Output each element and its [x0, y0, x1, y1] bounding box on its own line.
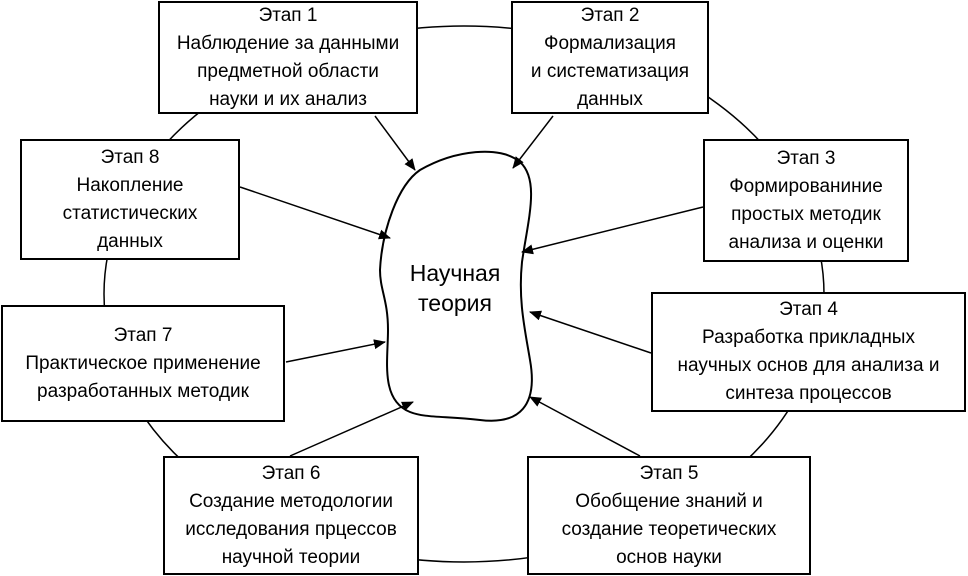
- theory-label-line-1: Научная: [409, 260, 501, 286]
- stage-5-line-3: основ науки: [616, 546, 722, 568]
- arrow-stage-8: [239, 186, 391, 240]
- theory-label-line-2: теория: [418, 290, 492, 316]
- stage-3-line-3: анализа и оценки: [728, 231, 884, 253]
- stage-5-line-1: Обобщение знаний и: [575, 490, 763, 512]
- stage-7-title: Этап 7: [113, 324, 173, 346]
- stage-3-title: Этап 3: [776, 147, 836, 169]
- stage-5-line-2: создание теоретических: [561, 518, 777, 540]
- arrow-stage-5: [529, 396, 641, 457]
- stage-3-line-2: простых методик: [731, 203, 881, 225]
- stage-1-box: Этап 1 Наблюдение за данными предметной …: [158, 1, 418, 114]
- stage-6-line-2: исследования прцессов: [185, 518, 397, 540]
- stage-8-box: Этап 8 Накопление статистических данных: [20, 139, 240, 260]
- stage-8-title: Этап 8: [100, 146, 160, 168]
- stage-4-title: Этап 4: [779, 299, 838, 320]
- arrow-stage-3: [521, 206, 704, 255]
- arrow-stage-2: [512, 115, 554, 169]
- stage-6-title: Этап 6: [261, 462, 321, 484]
- stage-8-line-2: статистических: [62, 202, 198, 224]
- stage-2-line-2: и систематизация: [530, 60, 690, 82]
- stage-2-line-3: данных: [577, 88, 643, 110]
- stage-4-line-2: научных основ для анализа и: [677, 355, 940, 376]
- stage-4-box: Этап 4 Разработка прикладных научных осн…: [651, 292, 966, 412]
- stage-6-line-1: Создание методологии: [189, 490, 393, 512]
- theory-label: Научная теория: [395, 258, 515, 318]
- stage-1-line-2: предметной области: [197, 60, 379, 82]
- stage-5-box: Этап 5 Обобщение знаний и создание теоре…: [527, 456, 811, 575]
- stage-2-box: Этап 2 Формализация и систематизация дан…: [511, 1, 709, 114]
- stage-5-title: Этап 5: [639, 462, 699, 484]
- stage-3-box: Этап 3 Формированиние простых методик ан…: [703, 139, 909, 262]
- stage-7-line-2: разработанных методик: [37, 380, 249, 402]
- stage-6-line-3: научной теории: [221, 546, 361, 568]
- stage-3-line-1: Формированиние: [729, 175, 883, 197]
- stage-7-box: Этап 7 Практическое применение разработа…: [1, 305, 285, 422]
- stage-6-box: Этап 6 Создание методологии исследования…: [163, 456, 419, 575]
- arrow-stage-4: [529, 310, 652, 354]
- stage-4-line-1: Разработка прикладных: [702, 327, 915, 348]
- stage-8-line-3: данных: [97, 230, 163, 252]
- stage-7-line-1: Практическое применение: [25, 352, 261, 374]
- stage-1-line-1: Наблюдение за данными: [176, 32, 400, 54]
- arrow-stage-6: [289, 401, 414, 457]
- arrow-stage-7: [285, 339, 386, 363]
- stage-4-line-3: синтеза процессов: [725, 383, 892, 404]
- stage-2-line-1: Формализация: [544, 32, 676, 54]
- stage-8-line-1: Накопление: [76, 174, 184, 196]
- stage-1-title: Этап 1: [258, 4, 318, 26]
- arrow-stage-1: [374, 115, 416, 171]
- stage-1-line-3: науки и их анализ: [209, 88, 367, 110]
- stage-2-title: Этап 2: [580, 4, 640, 26]
- theory-blob: [378, 150, 533, 422]
